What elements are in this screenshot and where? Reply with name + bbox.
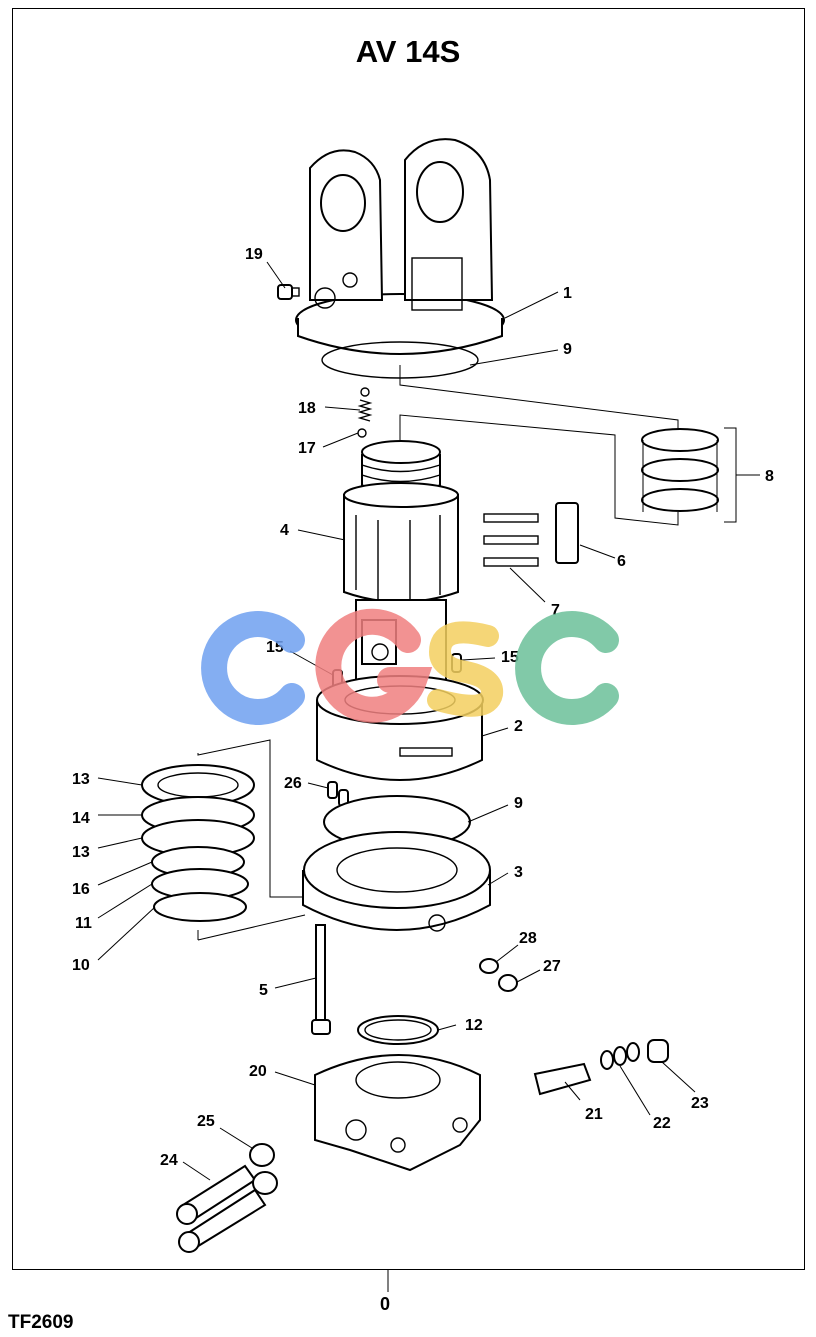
- callout-2: 2: [514, 718, 523, 735]
- callout-17: 17: [298, 440, 316, 457]
- callout-18: 18: [298, 400, 316, 417]
- part-28-washer: [479, 958, 499, 974]
- watermark-c-blue: [201, 611, 305, 725]
- callout-7: 7: [551, 602, 560, 619]
- part-12-ring: [357, 1015, 439, 1045]
- reference-number: 0: [380, 1294, 391, 1314]
- callout-27: 27: [543, 958, 561, 975]
- callout-labels: 1 2 3 4 5 6 7 8 9 9 10 11 12 13 13 14 15…: [72, 246, 774, 1169]
- part-7-vanes: [483, 513, 539, 567]
- watermark-c-green: [515, 611, 619, 725]
- part-19-screw: [277, 284, 300, 300]
- watermark-g-red: [315, 608, 433, 723]
- part-18-spring: [357, 387, 373, 422]
- diagram-title: AV 14S: [355, 34, 461, 69]
- part-24-screws: [176, 1164, 267, 1253]
- part-1-housing: [295, 138, 505, 379]
- callout-24: 24: [160, 1152, 178, 1169]
- part-27-plug: [498, 974, 518, 992]
- callout-13-lower: 13: [72, 844, 90, 861]
- callout-23: 23: [691, 1095, 709, 1112]
- callout-8: 8: [765, 468, 774, 485]
- leader-lines: [97, 261, 696, 1292]
- watermark-s-yellow: [427, 621, 504, 717]
- part-21-spool: [533, 1062, 592, 1096]
- callout-11: 11: [75, 915, 92, 932]
- part-20-base: [314, 1054, 481, 1172]
- callout-16: 16: [72, 881, 90, 898]
- part-5-bolt: [311, 924, 331, 1035]
- callout-3: 3: [514, 864, 523, 881]
- callout-28: 28: [519, 930, 537, 947]
- part-17-ball: [357, 428, 367, 438]
- part-6-block: [555, 502, 579, 564]
- figure-code: TF2609: [8, 1312, 74, 1333]
- part-8-seal-kit: [641, 427, 760, 523]
- callout-10: 10: [72, 957, 90, 974]
- cgsc-watermark-logo: [201, 608, 619, 725]
- callout-19: 19: [245, 246, 263, 263]
- callout-1: 1: [563, 285, 572, 302]
- callout-13-upper: 13: [72, 771, 90, 788]
- callout-6: 6: [617, 553, 626, 570]
- callout-4: 4: [280, 522, 289, 539]
- part-23-cap: [647, 1039, 669, 1063]
- callout-9-lower: 9: [514, 795, 523, 812]
- drawing-frame: [12, 8, 805, 1270]
- callout-14: 14: [72, 810, 90, 827]
- callout-26: 26: [284, 775, 302, 792]
- part-22-spring-set: [600, 1042, 640, 1070]
- callout-25: 25: [197, 1113, 215, 1130]
- callout-12: 12: [465, 1017, 483, 1034]
- part-3-flange: [302, 831, 491, 932]
- left-seal-stack: [141, 739, 306, 941]
- callout-5: 5: [259, 982, 268, 999]
- part-26-pin: [327, 781, 349, 807]
- callout-22: 22: [653, 1115, 671, 1132]
- callout-21: 21: [585, 1106, 603, 1123]
- callout-9-upper: 9: [563, 341, 572, 358]
- part-25-washers: [249, 1143, 278, 1195]
- callout-15-right: 15: [501, 649, 519, 666]
- callout-20: 20: [249, 1063, 267, 1080]
